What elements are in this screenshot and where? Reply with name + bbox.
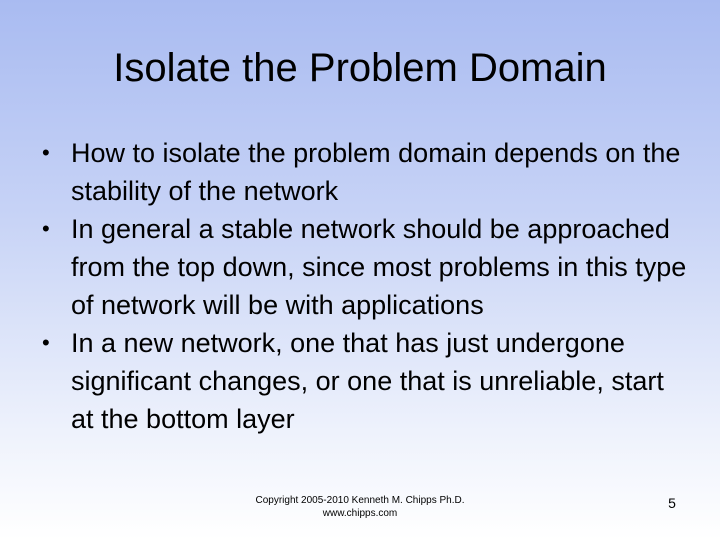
bullet-text: In a new network, one that has just unde… <box>71 328 664 434</box>
bullet-item: • In general a stable network should be … <box>42 210 692 324</box>
bullet-marker: • <box>42 330 50 355</box>
footer-website: www.chipps.com <box>322 508 398 519</box>
bullet-item: • How to isolate the problem domain depe… <box>42 134 692 210</box>
bullet-text: How to isolate the problem domain depend… <box>71 138 681 206</box>
bullet-item: • In a new network, one that has just un… <box>42 324 692 438</box>
bullet-text: In general a stable network should be ap… <box>71 214 687 320</box>
bullet-marker: • <box>42 140 50 165</box>
page-number: 5 <box>668 495 676 511</box>
bullet-list: • How to isolate the problem domain depe… <box>42 134 692 438</box>
slide-title: Isolate the Problem Domain <box>113 46 607 90</box>
bullet-marker: • <box>42 216 50 241</box>
footer-copyright: Copyright 2005-2010 Kenneth M. Chipps Ph… <box>255 495 465 506</box>
slide-footer: Copyright 2005-2010 Kenneth M. Chipps Ph… <box>240 494 480 520</box>
